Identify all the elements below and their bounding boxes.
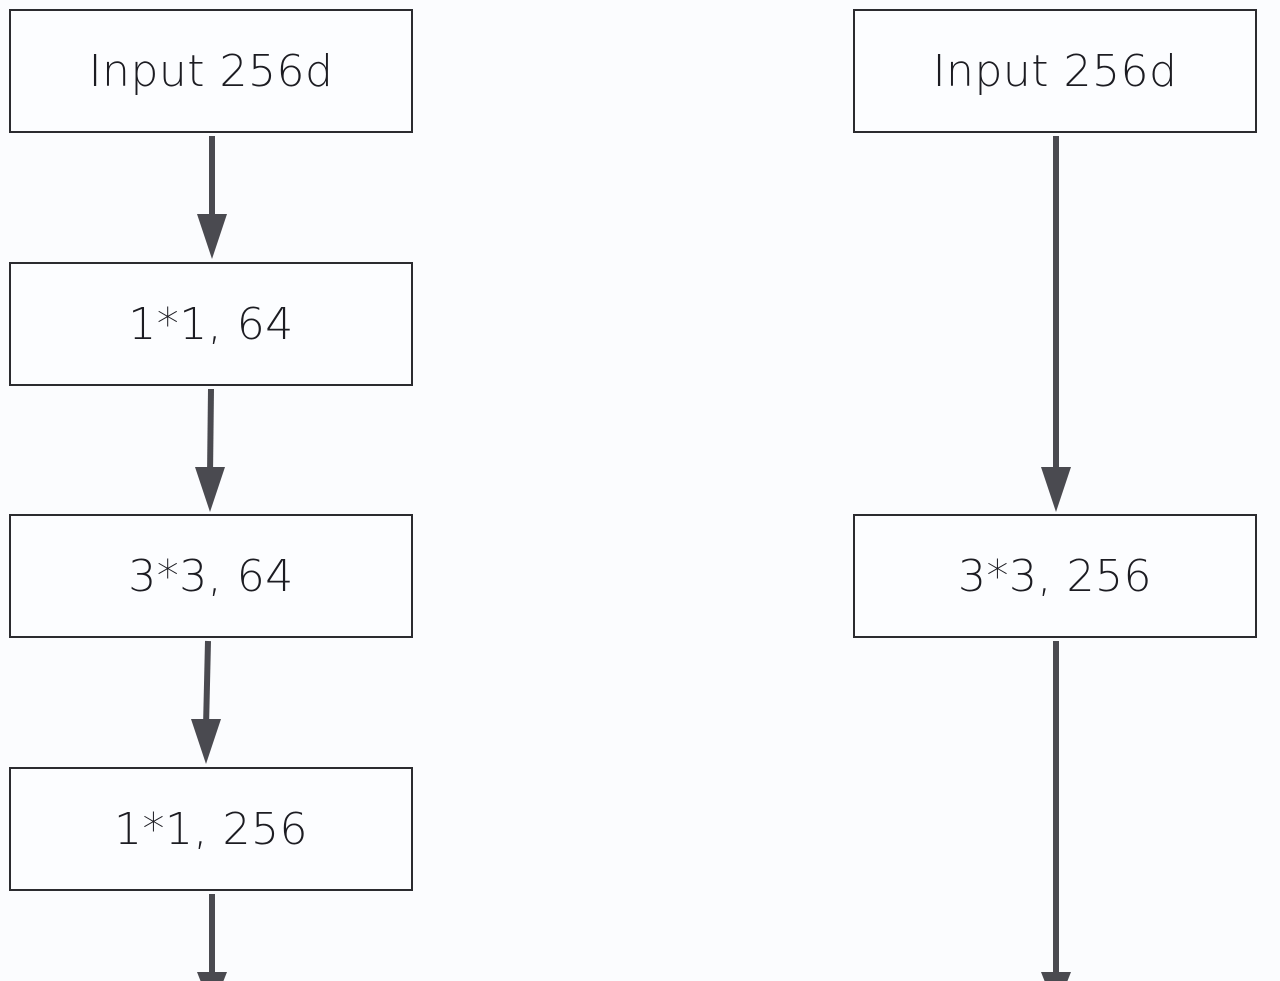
node-label: Input 256d (88, 45, 334, 97)
node-label: Input 256d (932, 45, 1178, 97)
left-conv1x1-256-node: 1*1, 256 (9, 767, 413, 891)
node-label: 1*1, 64 (128, 298, 294, 350)
arrow-right-1 (1041, 136, 1071, 512)
left-conv3x3-64-node: 3*3, 64 (9, 514, 413, 638)
arrow-left-1 (197, 136, 227, 259)
left-input-node: Input 256d (9, 9, 413, 133)
right-input-node: Input 256d (853, 9, 1257, 133)
arrow-right-2 (1041, 641, 1071, 981)
left-conv1x1-64-node: 1*1, 64 (9, 262, 413, 386)
node-label: 3*3, 64 (128, 550, 294, 602)
arrow-left-4 (197, 894, 227, 981)
arrow-left-3 (191, 640, 221, 764)
right-conv3x3-256-node: 3*3, 256 (853, 514, 1257, 638)
arrow-left-2 (195, 388, 225, 512)
node-label: 1*1, 256 (114, 803, 308, 855)
node-label: 3*3, 256 (958, 550, 1152, 602)
